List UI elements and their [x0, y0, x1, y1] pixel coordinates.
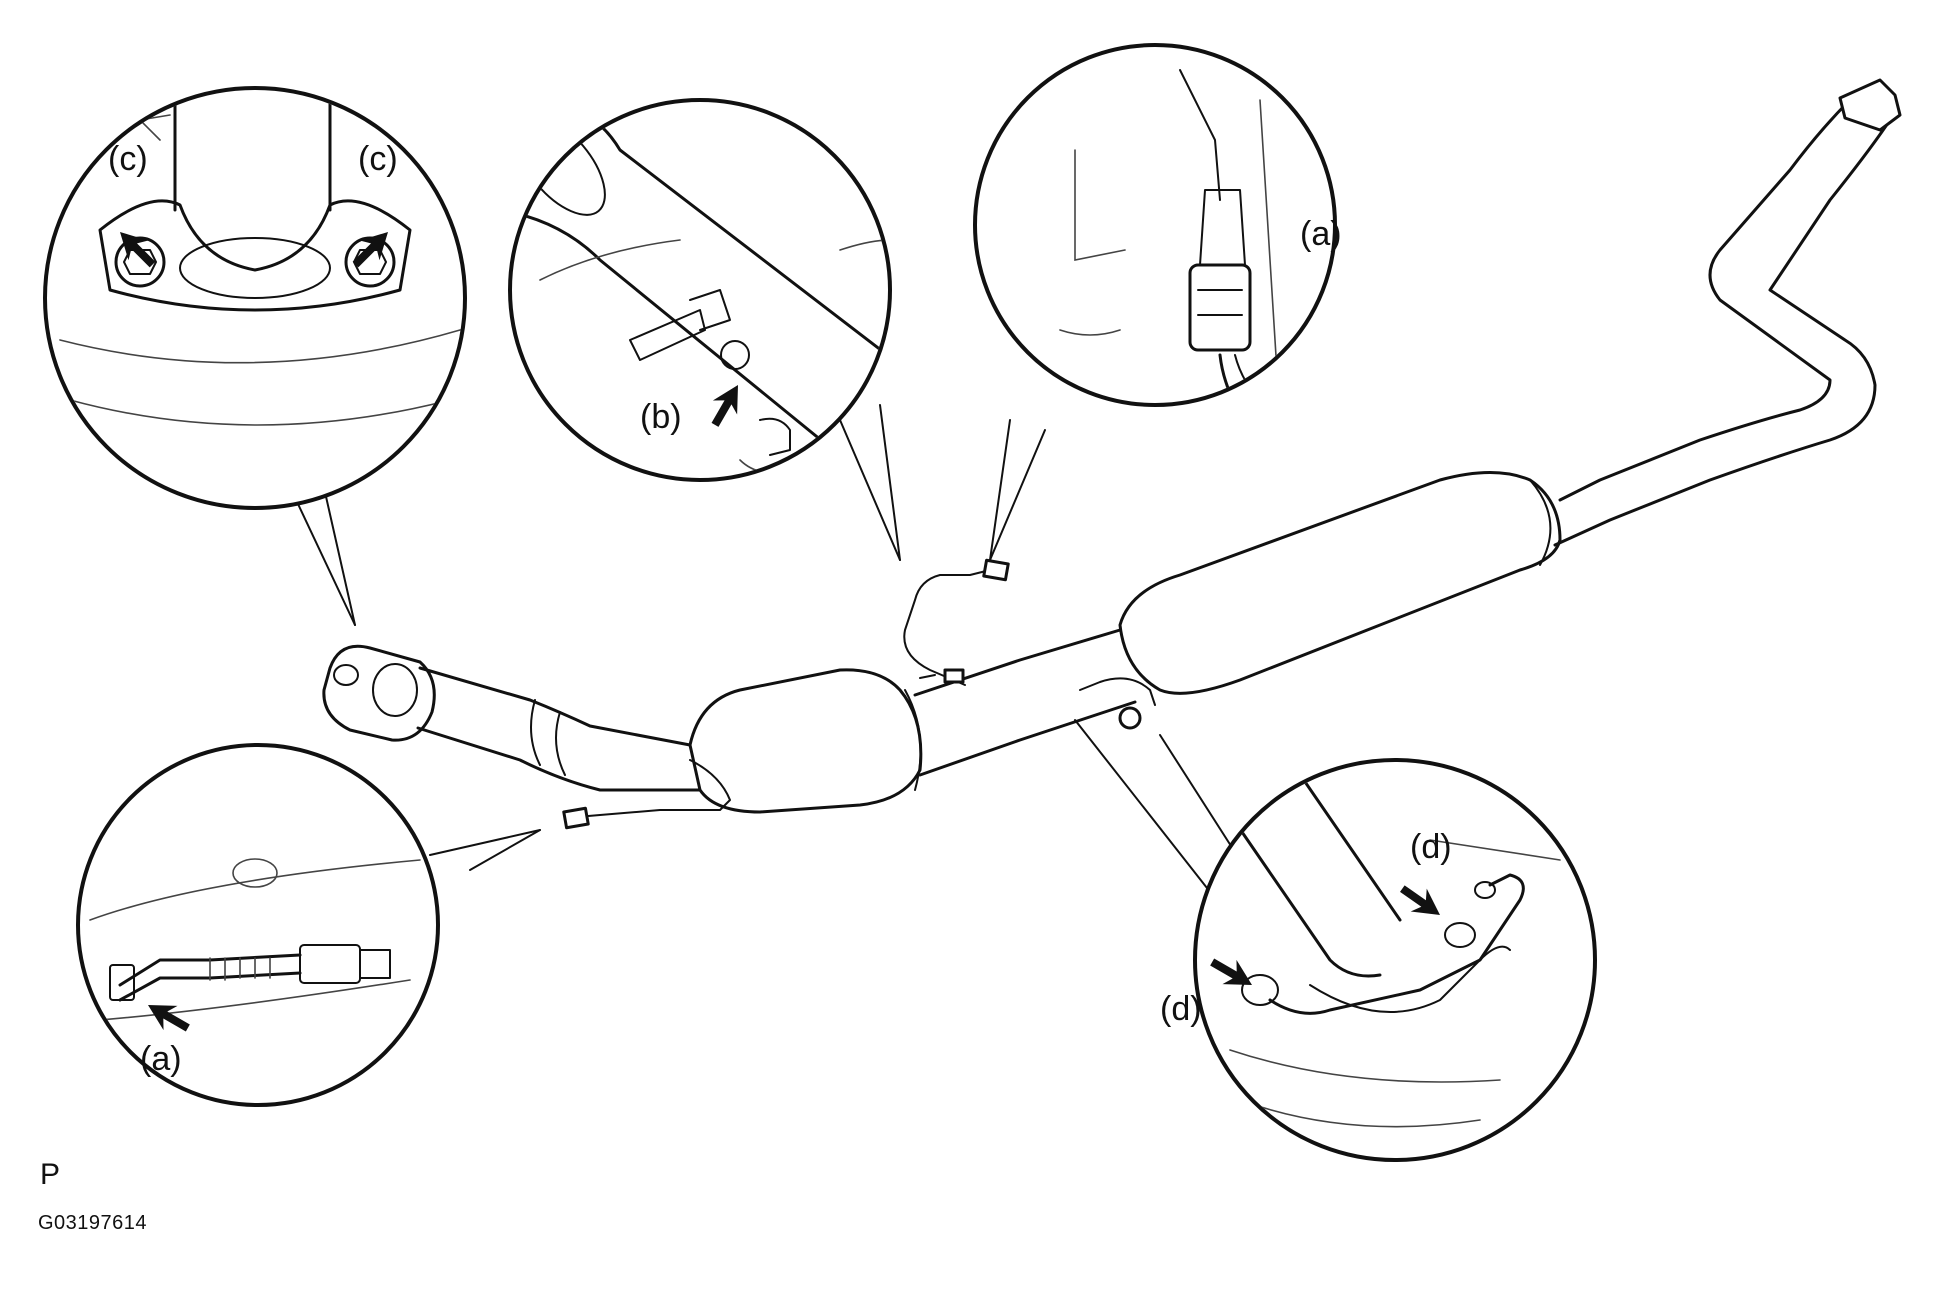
figure-code: G03197614 [38, 1212, 148, 1234]
exhaust-assembly [281, 78, 1902, 931]
front-flange [322, 644, 436, 742]
label-c-left: (c) [108, 140, 148, 178]
inset-hanger-bolts: (d) (d) [1160, 758, 1597, 1162]
label-a-bottom: (a) [140, 1040, 182, 1078]
inset-rear-connector: (a) [973, 43, 1342, 407]
muffler [1118, 471, 1562, 695]
label-d-left: (d) [1160, 990, 1202, 1028]
page-letter: P [40, 1158, 61, 1191]
inset-flange-bolts: (c) (c) [43, 86, 467, 510]
inset-front-sensor: (a) [76, 743, 440, 1107]
label-d-right: (d) [1410, 828, 1452, 866]
label-c-right: (c) [358, 140, 398, 178]
label-b: (b) [640, 398, 682, 436]
rear-sensor-connector [982, 558, 1010, 582]
front-sensor-connector [562, 806, 590, 830]
inset-rear-sensor: (b) [508, 98, 892, 482]
tail-pipe-tip [1838, 78, 1902, 132]
label-a-top: (a) [1300, 215, 1342, 253]
